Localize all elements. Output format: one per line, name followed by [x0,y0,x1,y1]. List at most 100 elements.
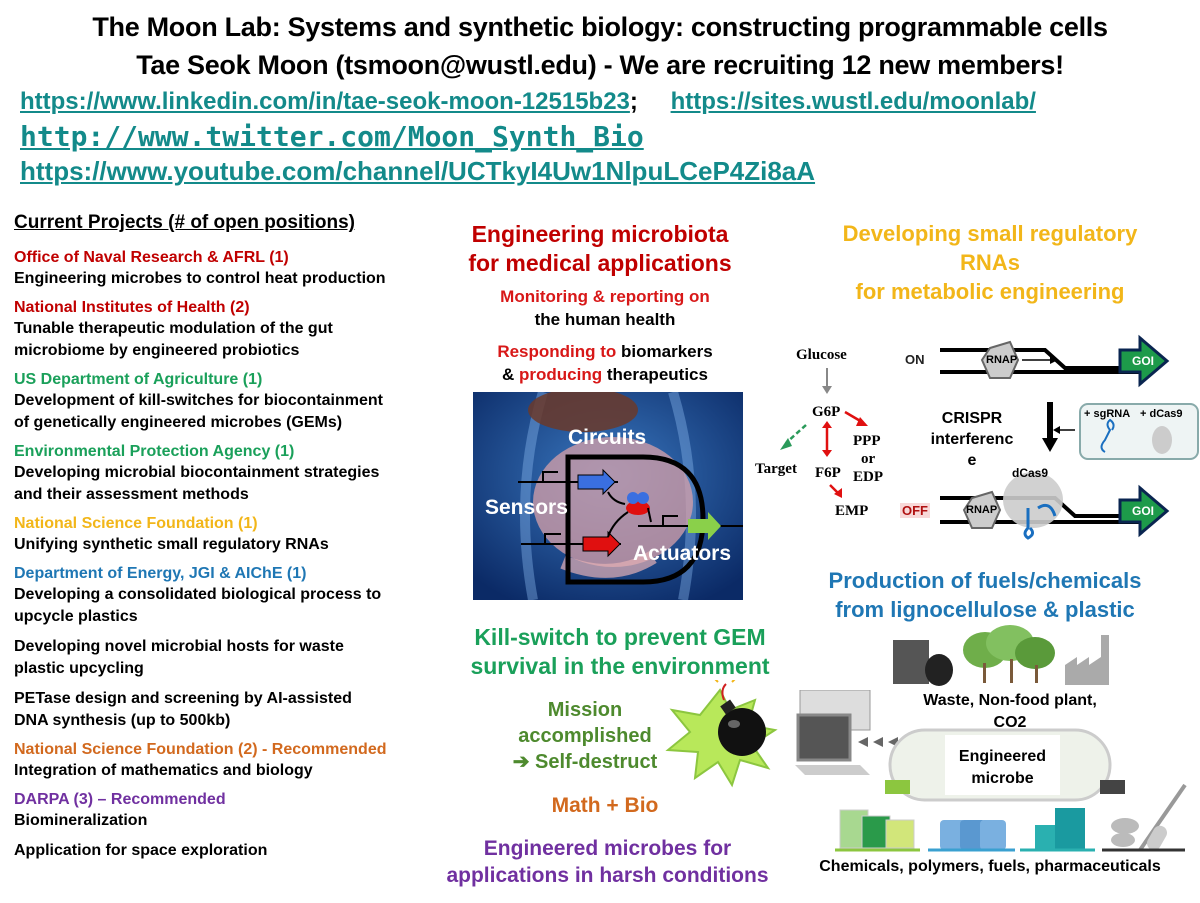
sensors-label: Sensors [485,496,568,519]
project-item: Application for space exploration [14,840,454,862]
production-title-line2: from lignocellulose & plastic [835,597,1135,622]
project-item: National Science Foundation (1)Unifying … [14,514,454,556]
responding-red: Responding to [497,342,617,361]
process-arrows [858,737,898,747]
on-label: ON [905,352,925,367]
polymer-jars-icon [928,820,1015,852]
producing-red: producing [519,365,603,384]
microbiota-title-line1: Engineering microbiota [471,221,729,247]
circuits-label: Circuits [568,426,646,449]
linkedin-link[interactable]: https://www.linkedin.com/in/tae-seok-moo… [20,88,630,115]
contact-line: Tae Seok Moon (tsmoon@wustl.edu) - We ar… [136,50,1064,80]
project-agency: Office of Naval Research & AFRL (1) [14,249,289,266]
bomb-icon [665,680,778,788]
outputs-text: Chemicals, polymers, fuels, pharmaceutic… [819,858,1161,875]
inputs-text: Waste, Non-food plant, CO2 [880,690,1140,734]
crispri-label-line3: e [967,452,977,469]
rnap-on-shape [980,340,1020,379]
website-link[interactable]: https://sites.wustl.edu/moonlab/ [670,88,1036,115]
rnap-off-shape [962,490,1002,529]
trees-icon [963,625,1055,683]
edp-label: EDP [853,469,883,485]
project-item: PETase design and screening by AI-assist… [14,688,454,732]
project-description: of genetically engineered microbes (GEMs… [14,414,343,431]
fuel-barrels-icon [1020,808,1095,852]
beakers-icon [835,809,920,852]
projects-heading: Current Projects (# of open positions) [14,212,355,233]
project-agency: Department of Energy, JGI & AIChE (1) [14,565,307,582]
goi-on-arrow [1118,334,1170,388]
link-separator: ; [629,88,638,115]
crispri-label-line1: CRISPR [941,410,1003,427]
inputs-line2: CO2 [993,714,1027,731]
blue-gene-arrow [577,468,616,496]
killswitch-title-line2: survival in the environment [470,653,770,679]
mission-line1: Mission [547,699,623,721]
mission-text: Mission accomplished ➔ Self-destruct [490,697,680,775]
production-title-line1: Production of fuels/chemicals [828,568,1142,593]
crispri-label-line2: interferenc [930,431,1014,448]
gut-illustration: Circuits Sensors Actuators [473,392,743,600]
twitter-link[interactable]: http://www.twitter.com/Moon_Synth_Bio [20,120,644,153]
trash-can-icon [893,640,929,684]
crispri-graphics [940,334,1199,540]
project-description: Developing a consolidated biological pro… [14,586,382,603]
production-title: Production of fuels/chemicals from ligno… [785,566,1185,624]
project-item: National Institutes of Health (2) Tunable… [14,298,454,362]
rnap-on-label: RNAP [986,354,1018,366]
production-illustration [795,690,1187,852]
therapeutics-black: therapeutics [602,365,708,384]
trash-bag-icon [925,654,953,686]
monitoring-text: Monitoring & reporting on the human heal… [450,285,760,331]
harsh-line2: applications in harsh conditions [446,864,769,887]
f6p-label: F6P [815,465,841,481]
liver-shape [528,392,638,432]
srna-title-line3: for metabolic engineering [855,279,1125,304]
projects-list: Current Projects (# of open positions) O… [14,212,454,870]
factory-icon [1065,635,1109,685]
goi-on-label: GOI [1132,354,1155,368]
mission-line3: ➔ Self-destruct [512,751,658,773]
dcas9-add-label: + dCas9 [1140,408,1183,420]
inputs-line1: Waste, Non-food plant, [923,692,1097,709]
goi-off-label: GOI [1132,504,1155,518]
metabolic-pathway: Glucose G6P PPP or EDP Target F6P EMP [750,320,900,530]
project-agency: DARPA (3) – Recommended [14,791,226,808]
actuators-label: Actuators [633,542,731,565]
dcas9-shape [1003,472,1063,528]
engineered-microbe-label: Engineered microbe [945,746,1060,790]
youtube-link[interactable]: https://www.youtube.com/channel/UCTkyI4U… [20,156,816,186]
project-description: Developing novel microbial hosts for was… [14,638,344,655]
inputs-illustration [893,625,1109,686]
project-item: US Department of Agriculture (1)Developm… [14,370,454,434]
pathway-arrows [780,368,868,498]
killswitch-title-line1: Kill-switch to prevent GEM [474,624,766,650]
poster-title: The Moon Lab: Systems and synthetic biol… [92,12,1108,42]
pharmaceuticals-icon [1102,783,1187,852]
project-description: Tunable therapeutic modulation of the gu… [14,320,333,337]
killswitch-title: Kill-switch to prevent GEM survival in t… [445,623,795,681]
project-description: Biomineralization [14,812,148,829]
links-row-1: https://www.linkedin.com/in/tae-seok-moo… [20,88,1036,116]
monitoring-line1: Monitoring & reporting on [500,287,710,306]
project-description: Unifying synthetic small regulatory RNAs [14,536,329,553]
project-description: PETase design and screening by AI-assist… [14,690,352,707]
project-agency: National Institutes of Health (2) [14,299,250,316]
computer-icon [795,690,871,775]
ppp-label: PPP [853,433,881,449]
intestine-shape [533,437,693,567]
goi-off-arrow [1118,484,1170,538]
dcas9-label: dCas9 [1012,466,1049,480]
project-description: plastic upcycling [14,660,144,677]
project-agency: US Department of Agriculture (1) [14,371,263,388]
harsh-line1: Engineered microbes for [483,837,732,860]
srna-title: Developing small regulatory RNAs for met… [780,219,1200,306]
project-description: Developing microbial biocontainment stra… [14,464,380,481]
microbiota-title-line2: for medical applications [468,250,732,276]
green-gene-arrow [688,512,721,540]
crispri-label: CRISPR interferenc e [922,408,1022,471]
project-description: and their assessment methods [14,486,249,503]
project-item: Department of Energy, JGI & AIChE (1) Dev… [14,564,454,628]
crispri-diagram: ON RNAP GOI CRISPR interferenc e + sgRNA… [900,320,1200,540]
